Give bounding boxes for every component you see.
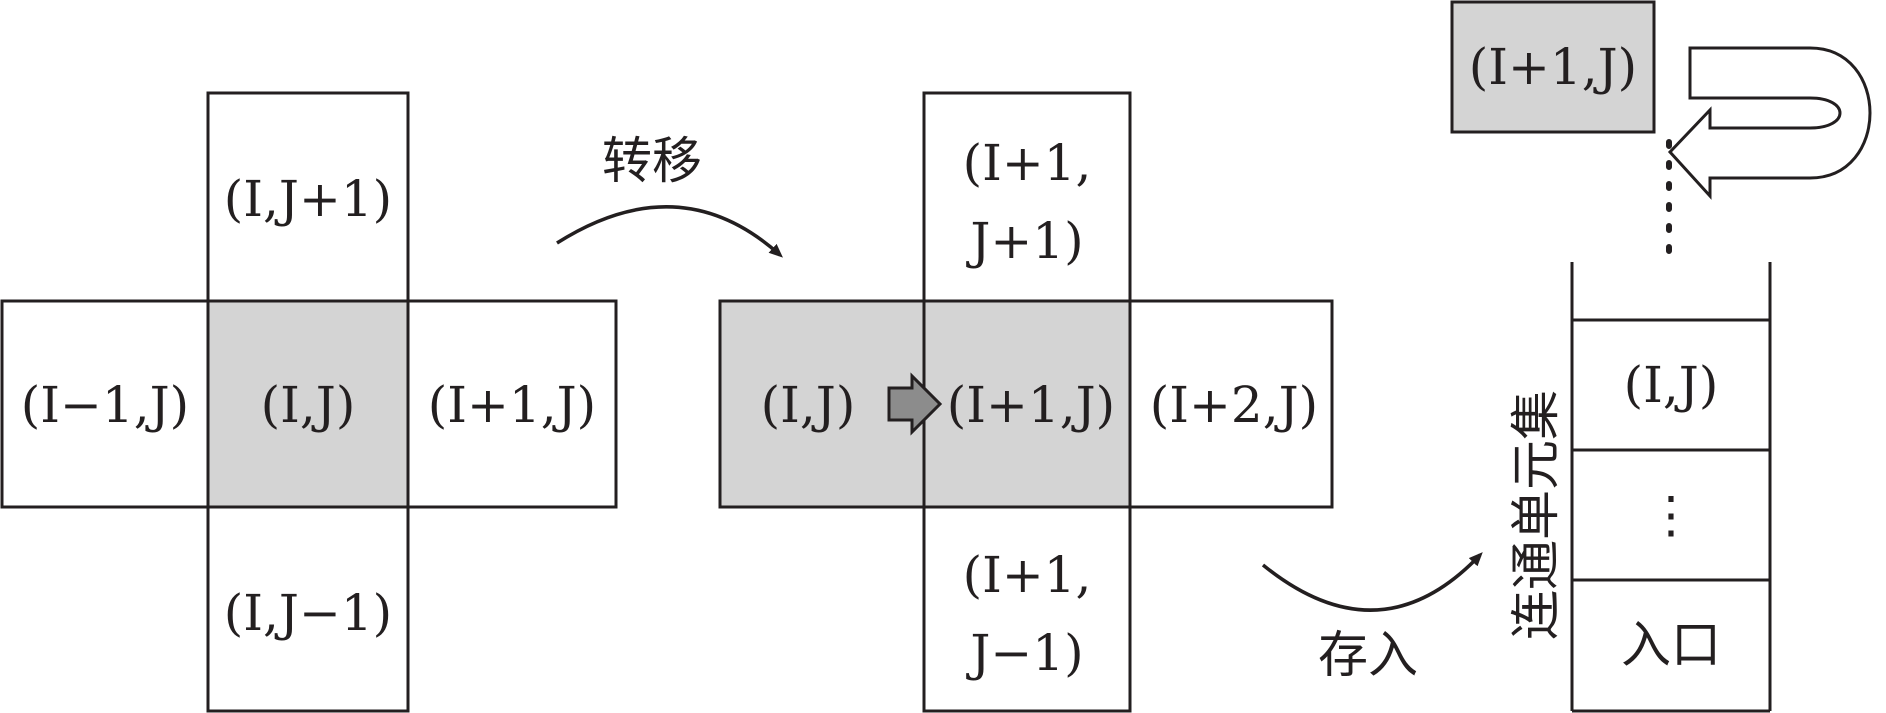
middle-cross-right-label: (I+2,J) (1150, 376, 1318, 434)
stack-cell-middle-ellipsis: ⋮ (1646, 486, 1696, 544)
cell-stack: (I+1,J) (I,J) ⋮ 入口 连通单元集 (1450, 0, 1872, 713)
middle-cross-top-label-line2: J+1) (965, 212, 1083, 270)
left-cross-top-cell (206, 91, 410, 303)
middle-cross-center-label: (I+1,J) (947, 376, 1115, 434)
stack-cell-bottom-label: 入口 (1621, 616, 1721, 674)
middle-cross-right-cell (1128, 299, 1334, 509)
stack-cell-top-label: (I,J) (1624, 356, 1719, 414)
transfer-label: 转移 (602, 132, 702, 190)
store-label: 存入 (1318, 626, 1418, 684)
middle-cross-bottom-cell (922, 505, 1132, 713)
left-cross-left-cell (0, 299, 210, 509)
left-cross-center-label: (I,J) (261, 376, 356, 434)
stack-side-label: 连通单元集 (1507, 390, 1565, 640)
middle-cross-bottom-label-line1: (I+1, (963, 546, 1092, 604)
left-cross-top-label: (I,J+1) (224, 170, 392, 228)
transfer-arrow-curve (556, 205, 783, 258)
middle-cross-left-label: (I,J) (761, 376, 856, 434)
middle-cross: (I+1, J+1) (I,J) (I+1,J) (I+2,J) (I+1, J… (718, 91, 1334, 713)
popped-cell-label: (I+1,J) (1469, 38, 1637, 96)
left-cross: (I,J+1) (I−1,J) (I,J) (I+1,J) (I,J−1) (0, 91, 618, 713)
popped-cell (1450, 0, 1656, 134)
move-right-arrow-icon (887, 372, 943, 436)
transfer-arrow: 转移 (556, 132, 783, 258)
middle-cross-bottom-label-line2: J−1) (965, 624, 1083, 682)
pop-return-arrow-icon (1667, 46, 1872, 200)
left-cross-bottom-cell (206, 505, 410, 713)
left-cross-bottom-label: (I,J−1) (224, 584, 392, 642)
store-arrow: 存入 (1261, 552, 1483, 684)
middle-cross-top-cell (922, 91, 1132, 303)
left-cross-right-cell (406, 299, 618, 509)
left-cross-left-label: (I−1,J) (21, 376, 189, 434)
left-cross-center-cell (206, 299, 410, 509)
left-cross-right-label: (I+1,J) (428, 376, 596, 434)
store-arrow-curve (1261, 552, 1483, 612)
middle-cross-top-label-line1: (I+1, (963, 134, 1092, 192)
